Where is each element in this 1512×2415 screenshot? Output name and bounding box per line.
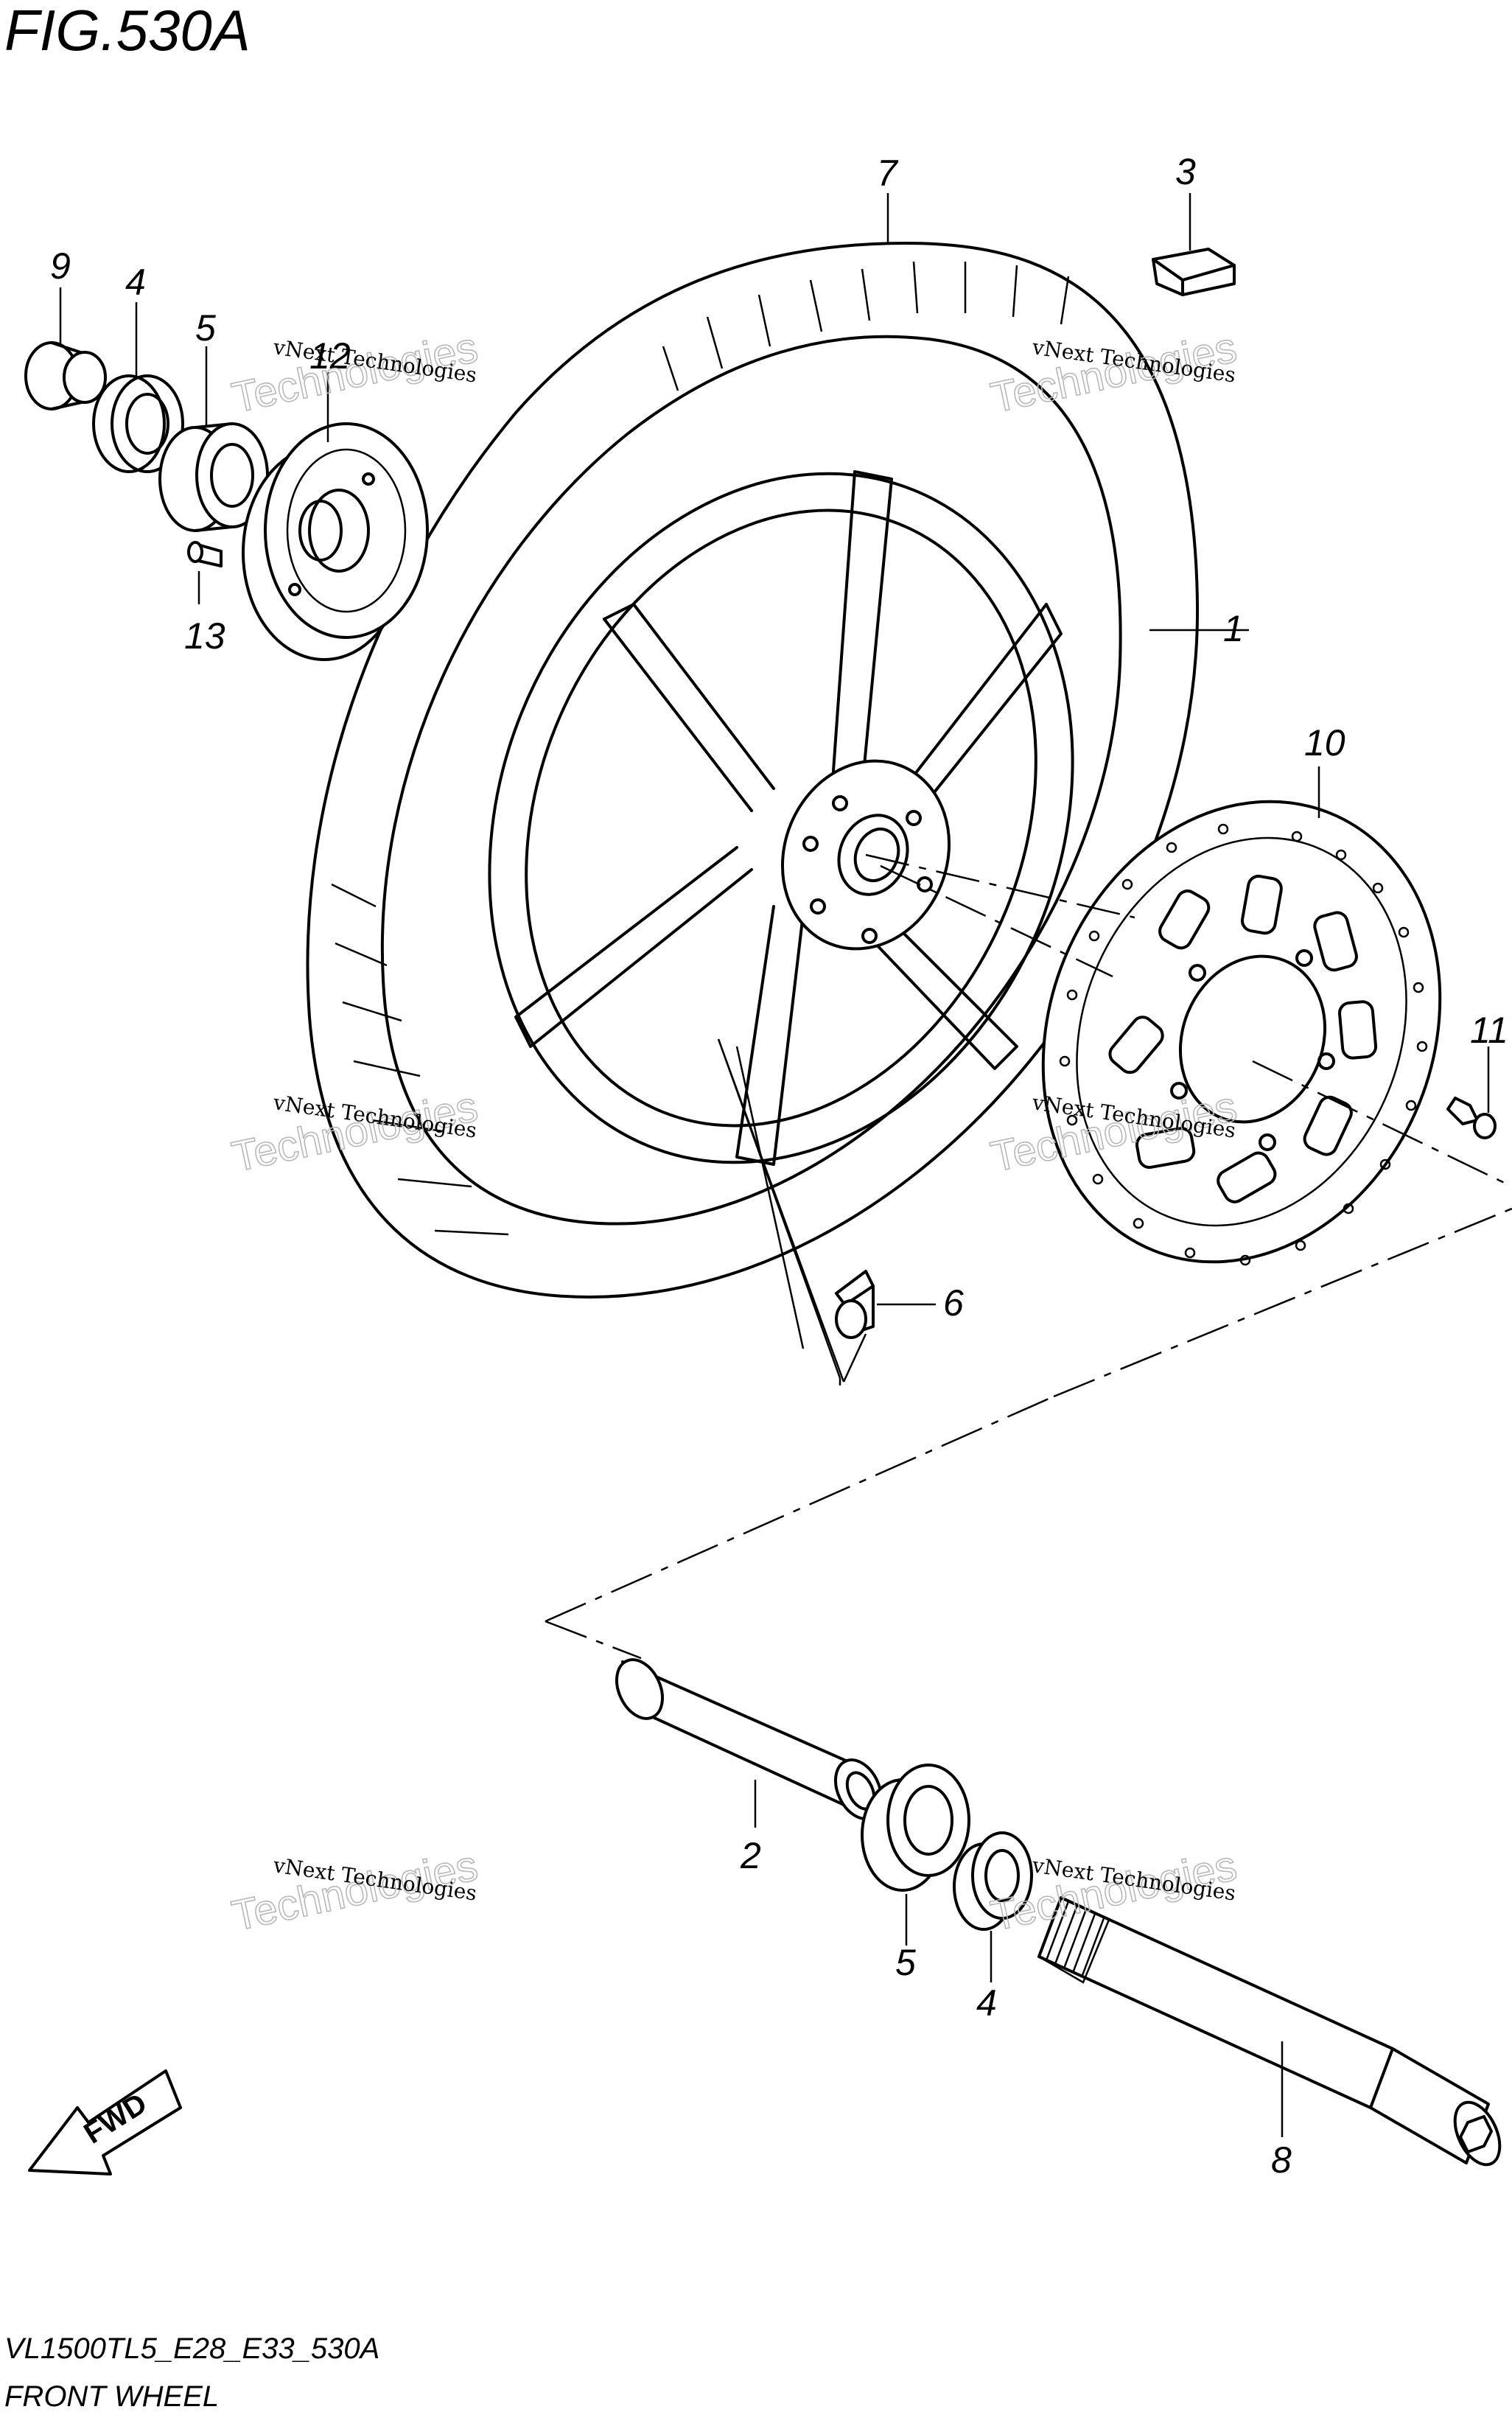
disc-bolt-holes [1170, 949, 1335, 1151]
brake-disc [1041, 800, 1442, 1266]
hub-bore [837, 814, 909, 896]
assembly-axis-lines [545, 853, 1512, 1660]
collar-part [24, 341, 107, 410]
callout-9: 9 [50, 245, 71, 287]
callout-3: 3 [1175, 151, 1196, 192]
spacer-part [615, 1658, 883, 1820]
gearbox-part [242, 422, 429, 661]
valve-part [835, 1270, 875, 1339]
callout-8: 8 [1271, 2139, 1292, 2181]
callout-4-bottom: 4 [976, 1982, 997, 2024]
disc-bolt-part [1446, 1097, 1497, 1139]
dust-seal-bottom [953, 1831, 1033, 1931]
disc-drill-holes [1059, 823, 1428, 1266]
watermark-5: Technologies vNext Technologies [227, 1841, 482, 1941]
tire-outline [306, 242, 1200, 1299]
tire-tread-left [331, 883, 509, 1236]
bearing-top [158, 422, 269, 532]
model-code: VL1500TL5_E28_E33_530A [4, 2332, 379, 2365]
callout-7: 7 [877, 153, 899, 194]
watermark-3: Technologies vNext Technologies [227, 1082, 482, 1182]
callout-1: 1 [1223, 608, 1244, 649]
callout-5-bottom: 5 [895, 1942, 916, 1983]
fwd-arrow-icon: FWD [28, 2069, 182, 2175]
rim-outer [488, 472, 1074, 1164]
tire-inner [380, 335, 1122, 1226]
axle-part [1037, 1896, 1502, 2167]
tire-tread-top [662, 261, 1070, 391]
callout-2: 2 [740, 1835, 761, 1876]
callout-6: 6 [943, 1282, 964, 1324]
watermark-2: Technologies vNext Technologies [986, 323, 1241, 423]
valve-leader [717, 1038, 867, 1383]
callout-11: 11 [1470, 1010, 1508, 1051]
callout-10: 10 [1304, 722, 1345, 763]
dust-seal-top [92, 374, 184, 473]
hub-bolt-holes [802, 795, 933, 944]
figure-caption: FRONT WHEEL [4, 2380, 219, 2413]
callout-5-top: 5 [195, 307, 216, 349]
callout-12: 12 [309, 335, 351, 377]
screw-part [187, 541, 223, 567]
balance-weight-part [1152, 248, 1236, 296]
rim-inner [525, 508, 1037, 1128]
disc-cutouts [1108, 874, 1378, 1203]
watermark-1: Technologies vNext Technologies [227, 323, 482, 423]
callout-13: 13 [184, 615, 225, 657]
wheel-spokes [514, 470, 1063, 1166]
callout-4-top: 4 [125, 262, 146, 303]
callout-labels: 1 2 3 4 4 5 5 6 7 8 9 10 11 12 13 [50, 151, 1508, 2181]
bearing-bottom [861, 1764, 970, 1892]
figure-title: FIG.530A [4, 0, 251, 63]
axle-threads [1045, 1901, 1105, 1978]
